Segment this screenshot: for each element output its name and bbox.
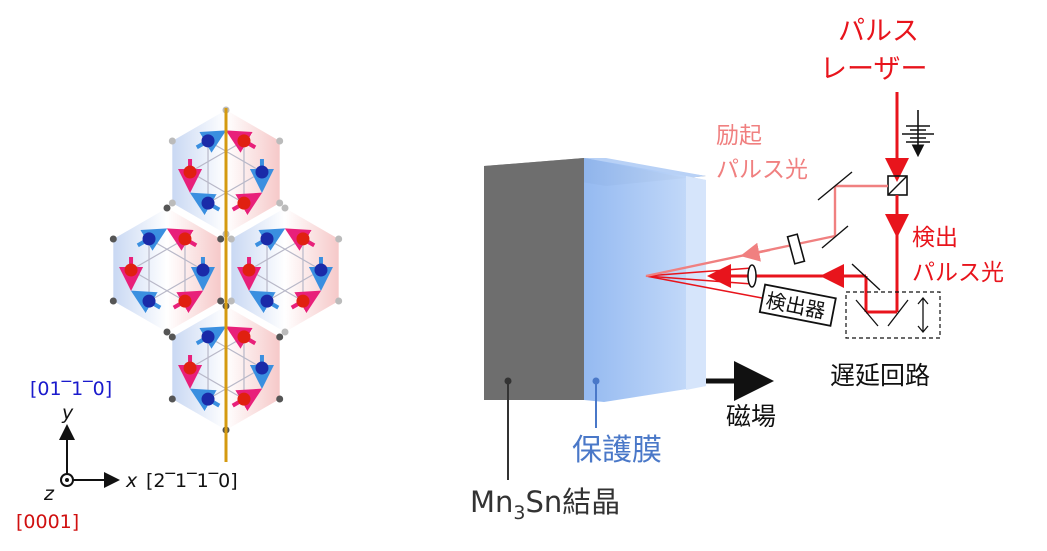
- delay-stage-box: [845, 291, 941, 339]
- detector: 検出器: [758, 283, 837, 327]
- film-top-face: [584, 158, 706, 178]
- corner-atom: [335, 235, 343, 243]
- atom: [242, 263, 256, 277]
- delay-label: 遅延回路: [830, 361, 930, 390]
- sample-label: Mn3Sn結晶: [470, 485, 620, 524]
- atom: [237, 330, 251, 344]
- mirror-excite-bottom: [821, 225, 849, 249]
- corner-atom: [227, 235, 235, 243]
- atom: [183, 165, 197, 179]
- kagome-crystal-structure: [109, 106, 343, 462]
- sample-block: [484, 158, 706, 480]
- atom: [142, 294, 156, 308]
- reflected-beam: [645, 275, 763, 299]
- corner-atom: [217, 297, 225, 305]
- corner-atom: [276, 199, 284, 207]
- atom: [237, 134, 251, 148]
- atom: [237, 392, 251, 406]
- atom: [255, 361, 269, 375]
- atom: [296, 232, 310, 246]
- probe-focus-upper: [645, 267, 753, 277]
- pulse-waveform-icon: [902, 110, 934, 158]
- axis-z-index: [0001]: [16, 511, 79, 533]
- atom: [201, 392, 215, 406]
- laser-label-line1: パルス: [838, 16, 919, 47]
- corner-atom: [335, 297, 343, 305]
- atoms: [109, 106, 343, 434]
- laser-beams: [645, 92, 941, 339]
- corner-atom: [276, 395, 284, 403]
- crystal-front-face: [484, 158, 584, 400]
- delay-mirror-right: [887, 299, 909, 327]
- sample-label-sub: 3: [513, 502, 525, 524]
- atom: [237, 196, 251, 210]
- atom: [178, 294, 192, 308]
- mirror-probe: [851, 263, 881, 291]
- excite-beam-arrow: [740, 242, 771, 262]
- delay-mirror-left: [855, 299, 879, 327]
- field-label: 磁場: [726, 402, 776, 431]
- z-axis-dot: [65, 478, 69, 482]
- lens: [747, 264, 757, 288]
- axis-x-index: [2‾1‾1‾0]: [146, 470, 238, 492]
- corner-atom: [281, 204, 289, 212]
- corner-atom: [109, 297, 117, 305]
- atom: [260, 232, 274, 246]
- corner-atom: [168, 333, 176, 341]
- corner-atom: [163, 204, 171, 212]
- atom: [255, 165, 269, 179]
- corner-atom: [227, 297, 235, 305]
- protective-film: [584, 158, 706, 402]
- corner-atom: [109, 235, 117, 243]
- coordinate-axes: [01‾1‾0] y x [2‾1‾1‾0] z [0001]: [16, 378, 238, 533]
- atom: [124, 263, 138, 277]
- corner-atom: [276, 333, 284, 341]
- corner-atom: [276, 137, 284, 145]
- axis-x-label: x: [125, 470, 138, 492]
- polarizer: [786, 233, 806, 265]
- corner-atom: [168, 137, 176, 145]
- atom: [183, 361, 197, 375]
- film-label: 保護膜: [572, 433, 662, 468]
- axis-z-label: z: [43, 483, 55, 505]
- sample-label-suffix: Sn結晶: [526, 485, 621, 519]
- axis-y-label: y: [61, 402, 74, 424]
- excite-label-line1: 励起: [716, 123, 762, 149]
- mirror-excite-top: [817, 171, 853, 201]
- probe-label-line1: 検出: [912, 225, 958, 251]
- atom: [201, 134, 215, 148]
- atom: [201, 330, 215, 344]
- axis-y-index: [01‾1‾0]: [30, 378, 112, 400]
- sample-label-prefix: Mn: [470, 485, 513, 519]
- corner-atom: [168, 199, 176, 207]
- corner-atom: [217, 235, 225, 243]
- atom: [314, 263, 328, 277]
- atom: [201, 196, 215, 210]
- beam-splitter-diagonal: [887, 175, 908, 196]
- laser-label-line2: レーザー: [820, 54, 927, 85]
- atom: [178, 232, 192, 246]
- atom: [260, 294, 274, 308]
- atom: [196, 263, 210, 277]
- excite-label-line2: パルス光: [716, 157, 808, 183]
- probe-label-line2: パルス光: [912, 260, 1004, 286]
- corner-atom: [168, 395, 176, 403]
- corner-atom: [163, 328, 171, 336]
- corner-atom: [281, 328, 289, 336]
- probe-focus-lower: [645, 275, 753, 285]
- atom: [296, 294, 310, 308]
- film-side-face: [686, 176, 706, 390]
- atom: [142, 232, 156, 246]
